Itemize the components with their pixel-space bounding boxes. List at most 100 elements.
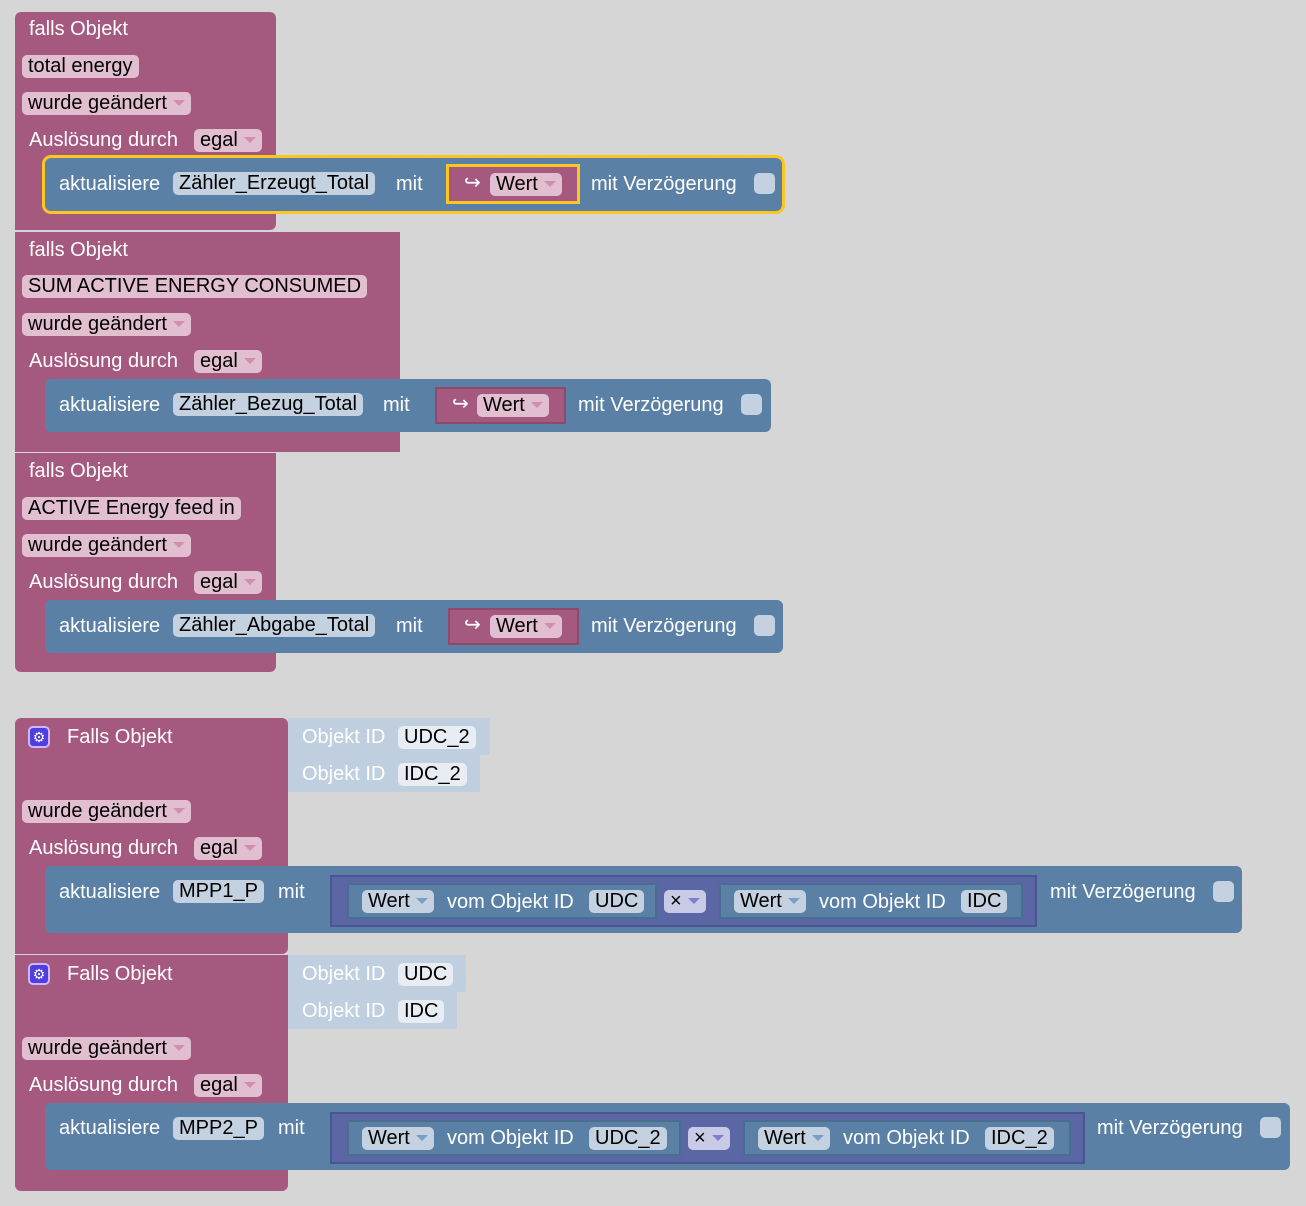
target-field[interactable]: MPP1_P xyxy=(173,880,264,903)
value-dropdown[interactable]: Wert xyxy=(490,173,562,196)
trigger-dropdown[interactable]: egal xyxy=(194,1074,262,1097)
grid-dot xyxy=(926,114,930,118)
settings-gear-icon[interactable]: ⚙ xyxy=(28,726,50,748)
with-label: mit xyxy=(383,394,410,416)
operator-dropdown[interactable]: × xyxy=(688,1127,730,1150)
object-field[interactable]: total energy xyxy=(22,55,139,78)
grid-dot xyxy=(1068,546,1072,550)
grid-dot xyxy=(820,1194,823,1198)
grid-dot xyxy=(3,1086,7,1090)
grid-dot xyxy=(1210,42,1214,46)
grid-dot xyxy=(571,1014,575,1018)
property-dropdown[interactable]: Wert xyxy=(362,1127,434,1150)
grid-dot xyxy=(1033,1086,1036,1090)
grid-dot xyxy=(713,294,717,298)
property-dropdown[interactable]: Wert xyxy=(758,1127,830,1150)
grid-dot xyxy=(500,978,504,982)
operator-dropdown[interactable]: × xyxy=(664,890,706,913)
grid-dot xyxy=(855,1050,859,1054)
grid-dot xyxy=(465,366,468,370)
grid-dot xyxy=(891,258,894,262)
grid-dot xyxy=(820,942,823,946)
condition-dropdown[interactable]: wurde geändert xyxy=(22,534,191,557)
grid-dot xyxy=(323,546,326,550)
grid-dot xyxy=(642,690,646,694)
object-id-field[interactable]: UDC_2 xyxy=(398,726,476,749)
object-id-field[interactable]: IDC_2 xyxy=(398,763,467,786)
grid-dot xyxy=(3,78,7,82)
grid-dot xyxy=(784,654,788,658)
return-arrow-icon: ↪ xyxy=(452,393,469,415)
grid-dot xyxy=(500,1086,504,1090)
value-dropdown[interactable]: Wert xyxy=(490,615,562,638)
grid-dot xyxy=(607,42,610,46)
trigger-dropdown[interactable]: egal xyxy=(194,129,262,152)
grid-dot xyxy=(39,690,42,694)
delay-checkbox[interactable] xyxy=(741,394,762,415)
update-action-block[interactable] xyxy=(45,379,771,432)
grid-dot xyxy=(1175,762,1178,766)
target-field[interactable]: MPP2_P xyxy=(173,1117,264,1140)
update-action-block[interactable] xyxy=(42,155,785,214)
grid-dot xyxy=(358,150,362,154)
object-field[interactable]: ACTIVE Energy feed in xyxy=(22,497,241,520)
property-dropdown[interactable]: Wert xyxy=(734,890,806,913)
grid-dot xyxy=(1033,510,1036,514)
object-id-field[interactable]: IDC xyxy=(961,890,1008,913)
grid-dot xyxy=(642,942,646,946)
delay-checkbox[interactable] xyxy=(754,173,775,194)
target-field[interactable]: Zähler_Abgabe_Total xyxy=(173,614,376,637)
grid-dot xyxy=(500,474,504,478)
grid-dot xyxy=(500,834,504,838)
object-id-field[interactable]: UDC xyxy=(589,890,645,913)
grid-dot xyxy=(891,186,894,190)
grid-dot xyxy=(394,114,397,118)
with-label: mit xyxy=(278,881,305,903)
object-id-label: Objekt ID xyxy=(302,1000,386,1022)
condition-dropdown[interactable]: wurde geändert xyxy=(22,1037,191,1060)
grid-dot xyxy=(1175,978,1178,982)
grid-dot xyxy=(571,1050,575,1054)
grid-dot xyxy=(465,942,468,946)
trigger-header: falls Objekt xyxy=(29,18,128,40)
grid-dot xyxy=(749,654,752,658)
grid-dot xyxy=(1246,654,1249,658)
grid-dot xyxy=(571,834,575,838)
delay-checkbox[interactable] xyxy=(1260,1117,1281,1138)
grid-dot xyxy=(536,222,539,226)
value-dropdown[interactable]: Wert xyxy=(477,394,549,417)
condition-dropdown[interactable]: wurde geändert xyxy=(22,800,191,823)
grid-dot xyxy=(855,510,859,514)
delay-checkbox[interactable] xyxy=(1213,881,1234,902)
object-id-field[interactable]: IDC_2 xyxy=(985,1127,1054,1150)
object-field[interactable]: SUM ACTIVE ENERGY CONSUMED xyxy=(22,275,368,298)
settings-gear-icon[interactable]: ⚙ xyxy=(28,963,50,985)
object-id-field[interactable]: UDC xyxy=(398,963,454,986)
delay-checkbox[interactable] xyxy=(754,615,775,636)
condition-dropdown[interactable]: wurde geändert xyxy=(22,313,191,336)
object-id-field[interactable]: UDC_2 xyxy=(589,1127,667,1150)
target-field[interactable]: Zähler_Bezug_Total xyxy=(173,393,363,416)
trigger-dropdown[interactable]: egal xyxy=(194,571,262,594)
trigger-dropdown[interactable]: egal xyxy=(194,837,262,860)
trigger-dropdown[interactable]: egal xyxy=(194,350,262,373)
grid-dot xyxy=(997,762,1001,766)
grid-dot xyxy=(713,834,717,838)
grid-dot xyxy=(997,1014,1001,1018)
grid-dot xyxy=(713,690,717,694)
grid-dot xyxy=(962,150,965,154)
grid-dot xyxy=(820,726,823,730)
grid-dot xyxy=(607,78,610,82)
object-id-field[interactable]: IDC xyxy=(398,1000,445,1023)
condition-dropdown[interactable]: wurde geändert xyxy=(22,92,191,115)
grid-dot xyxy=(1175,150,1178,154)
grid-dot xyxy=(784,546,788,550)
grid-dot xyxy=(571,510,575,514)
grid-dot xyxy=(1033,546,1036,550)
grid-dot xyxy=(323,78,326,82)
grid-dot xyxy=(429,654,433,658)
property-dropdown[interactable]: Wert xyxy=(362,890,434,913)
grid-dot xyxy=(110,1194,113,1198)
target-field[interactable]: Zähler_Erzeugt_Total xyxy=(173,172,376,195)
update-action-block[interactable] xyxy=(45,600,783,653)
